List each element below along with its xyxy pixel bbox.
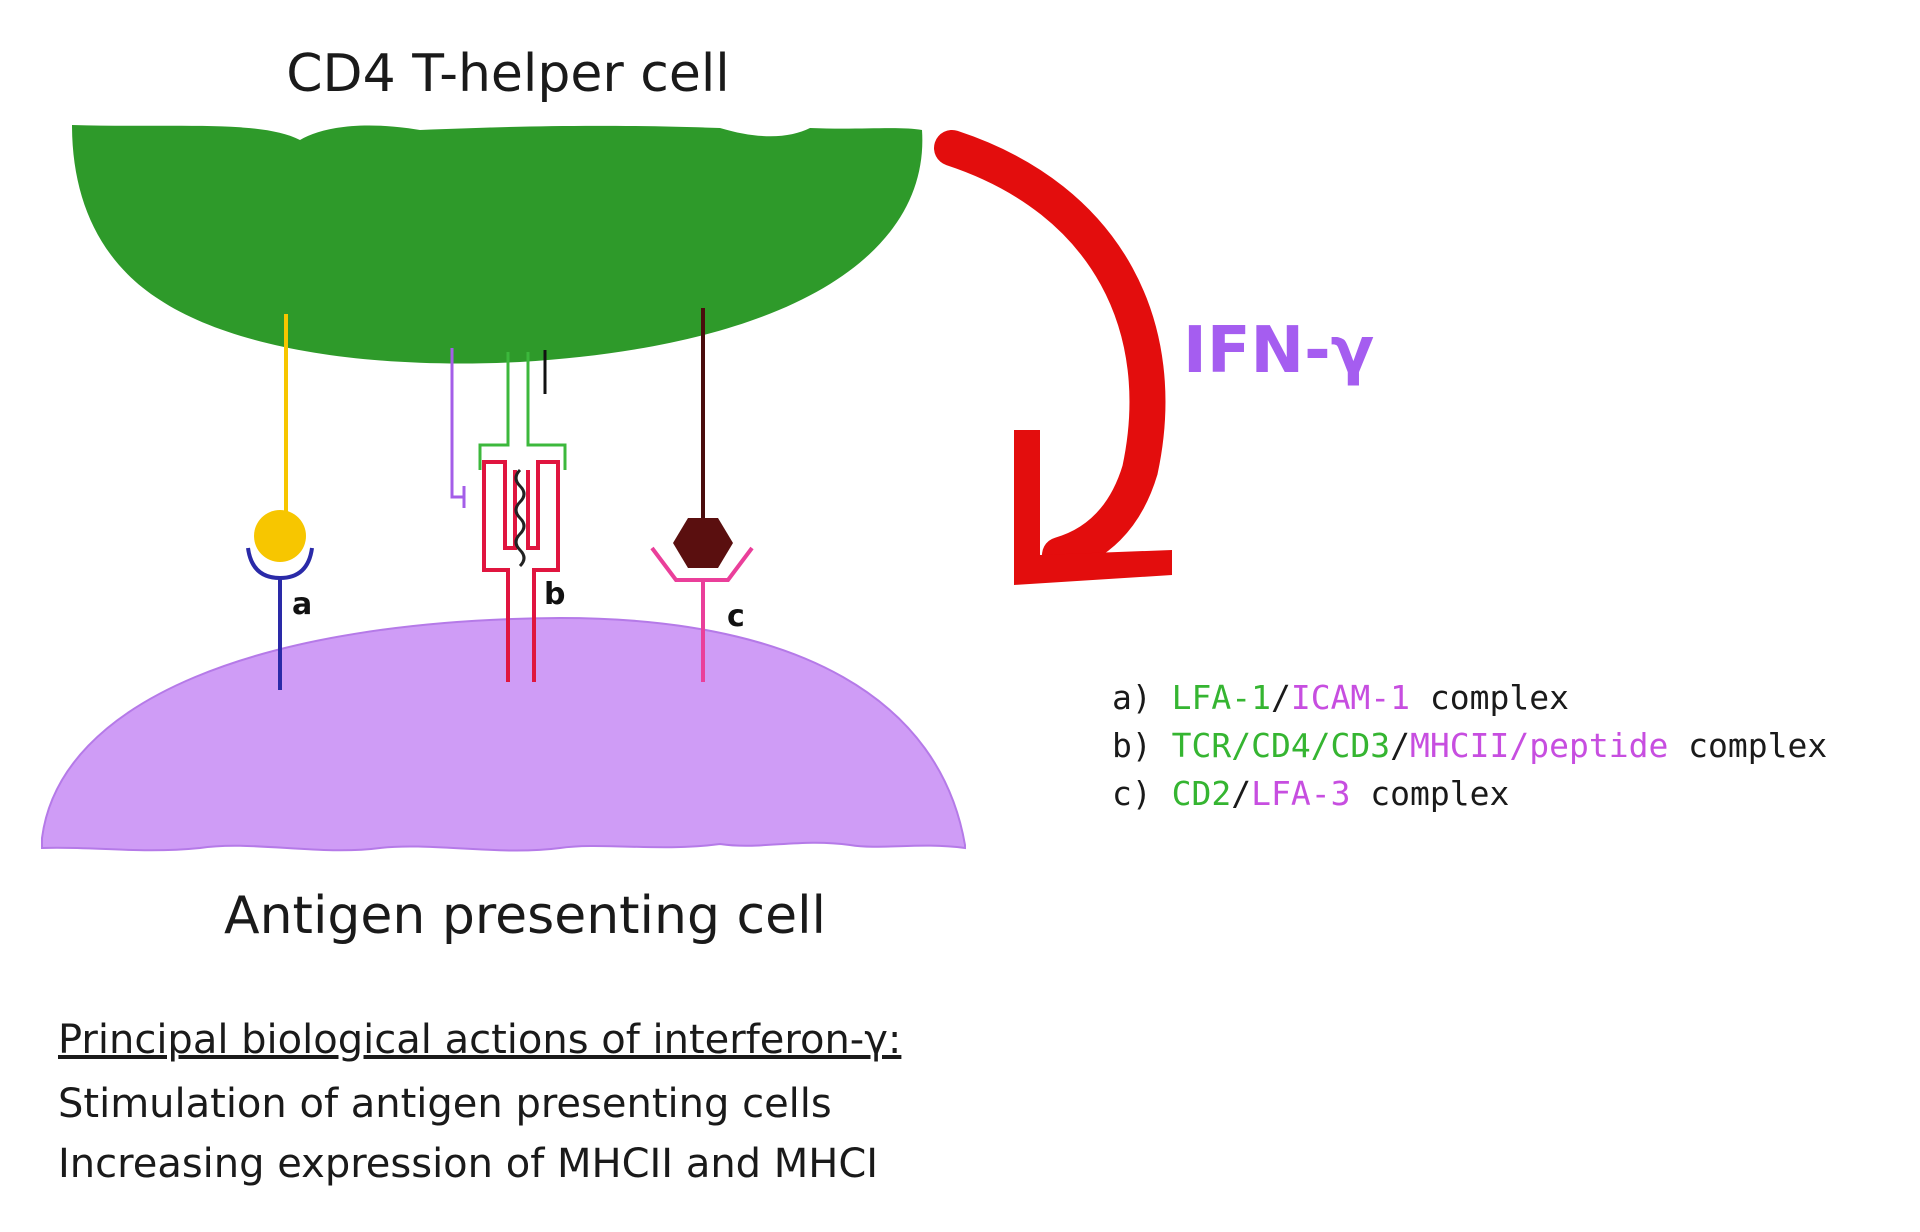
apc-label: Antigen presenting cell: [224, 886, 826, 946]
legend-part: /: [1390, 726, 1411, 765]
ifn-actions: Principal biological actions of interfer…: [58, 1010, 901, 1194]
legend-part: /: [1231, 774, 1252, 813]
action-item: Stimulation of antigen presenting cells: [58, 1081, 832, 1127]
legend-part: complex: [1350, 774, 1510, 813]
legend-part: complex: [1668, 726, 1828, 765]
complex-b-label: b: [544, 577, 565, 612]
complex-a: [246, 314, 314, 690]
ifn-gamma-label: IFN-γ: [1183, 314, 1374, 388]
legend-part: LFA-1: [1171, 678, 1271, 717]
complex-legend: a) LFA-1/ICAM-1 complex b) TCR/CD4/CD3/M…: [1112, 674, 1827, 818]
legend-part: ICAM-1: [1290, 678, 1411, 717]
ifn-gamma-arrow: [934, 130, 1172, 585]
legend-part: complex: [1410, 678, 1569, 717]
legend-part: CD2: [1171, 774, 1232, 813]
complex-b: [450, 348, 567, 682]
legend-part: /: [1270, 678, 1291, 717]
legend-part: MHCII/peptide: [1410, 726, 1669, 765]
t-helper-cell-shape: [72, 125, 923, 364]
legend-part: LFA-3: [1251, 774, 1351, 813]
legend-row-c: c) CD2/LFA-3 complex: [1112, 770, 1827, 818]
complex-c-label: c: [727, 599, 745, 634]
legend-row-a: a) LFA-1/ICAM-1 complex: [1112, 674, 1827, 722]
legend-prefix: c): [1112, 774, 1172, 813]
complex-c: [650, 308, 754, 682]
legend-row-b: b) TCR/CD4/CD3/MHCII/peptide complex: [1112, 722, 1827, 770]
apc-shape: [41, 616, 966, 852]
action-item: Increasing expression of MHCII and MHCI: [58, 1141, 879, 1187]
legend-part: TCR/CD4/CD3: [1171, 726, 1391, 765]
complex-a-label: a: [292, 587, 312, 622]
t-helper-cell-label: CD4 T-helper cell: [286, 44, 730, 104]
legend-prefix: b): [1112, 726, 1172, 765]
actions-heading: Principal biological actions of interfer…: [58, 1017, 902, 1063]
legend-prefix: a): [1112, 678, 1172, 717]
